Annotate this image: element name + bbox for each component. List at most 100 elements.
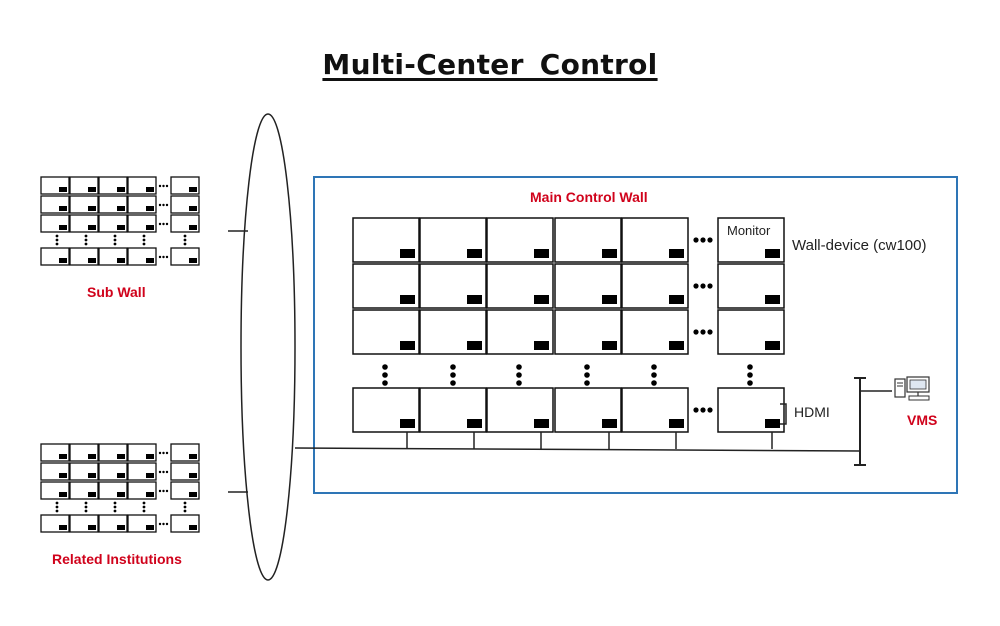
ellipsis-dots-icon	[84, 509, 88, 513]
ellipsis-dots-icon	[165, 470, 169, 474]
computer-icon	[894, 376, 930, 401]
controller-box	[534, 419, 549, 428]
ellipsis-dots-icon	[142, 234, 146, 238]
controller-box	[88, 454, 96, 459]
ellipsis-dots-icon	[700, 407, 706, 413]
ellipsis-dots-icon	[651, 380, 657, 386]
ellipsis-dots-icon	[113, 234, 117, 238]
controller-box	[146, 473, 154, 478]
ellipsis-dots-icon	[162, 222, 165, 226]
ellipsis-dots-icon	[382, 380, 388, 386]
controller-box	[765, 419, 780, 428]
ellipsis-dots-icon	[162, 184, 165, 188]
ellipsis-dots-icon	[84, 242, 88, 246]
controller-box	[400, 419, 415, 428]
ellipsis-dots-icon	[183, 242, 187, 246]
controller-box	[669, 295, 684, 304]
ellipsis-dots-icon	[165, 522, 169, 526]
ellipsis-dots-icon	[450, 380, 456, 386]
controller-box	[117, 454, 125, 459]
ellipsis-dots-icon	[183, 505, 187, 509]
ellipsis-dots-icon	[158, 522, 162, 526]
sub-wall-grid	[40, 176, 200, 266]
ellipsis-dots-icon	[158, 184, 162, 188]
ellipsis-dots-icon	[84, 501, 88, 505]
ellipsis-dots-icon	[700, 237, 706, 243]
ellipsis-dots-icon	[183, 234, 187, 238]
controller-box	[467, 419, 482, 428]
vms-label: VMS	[907, 412, 938, 428]
sub-wall-label: Sub Wall	[87, 284, 146, 300]
ellipsis-dots-icon	[142, 238, 146, 242]
controller-box	[602, 419, 617, 428]
ellipsis-dots-icon	[165, 451, 169, 455]
ellipsis-dots-icon	[55, 501, 59, 505]
main-control-wall-box	[313, 176, 958, 494]
controller-box	[189, 492, 197, 497]
ellipsis-dots-icon	[700, 329, 706, 335]
monitor-label: Monitor	[727, 223, 771, 238]
ellipsis-dots-icon	[142, 509, 146, 513]
ellipsis-dots-icon	[162, 470, 165, 474]
hdmi-bracket	[780, 403, 787, 425]
main-trunk-line	[294, 447, 861, 452]
ellipsis-dots-icon	[162, 522, 165, 526]
controller-box	[467, 341, 482, 350]
main-control-wall-grid	[352, 217, 785, 449]
page-title: Multi-Center Control	[322, 48, 658, 81]
ellipsis-dots-icon	[382, 372, 388, 378]
controller-box	[59, 473, 67, 478]
ellipsis-dots-icon	[584, 380, 590, 386]
ellipsis-dots-icon	[158, 222, 162, 226]
controller-box	[59, 187, 67, 192]
controller-box	[88, 258, 96, 263]
controller-box	[602, 249, 617, 258]
controller-box	[189, 473, 197, 478]
wall-device-label: Wall-device (cw100)	[792, 237, 927, 254]
controller-box	[467, 249, 482, 258]
ellipsis-dots-icon	[747, 364, 753, 370]
controller-box	[669, 419, 684, 428]
controller-box	[146, 206, 154, 211]
controller-box	[534, 295, 549, 304]
ellipsis-dots-icon	[693, 237, 699, 243]
controller-box	[59, 206, 67, 211]
ellipsis-dots-icon	[162, 489, 165, 493]
controller-box	[88, 206, 96, 211]
controller-box	[117, 492, 125, 497]
controller-box	[146, 492, 154, 497]
ellipsis-dots-icon	[142, 505, 146, 509]
controller-box	[669, 341, 684, 350]
controller-box	[117, 525, 125, 530]
ellipsis-dots-icon	[84, 234, 88, 238]
ellipsis-dots-icon	[162, 255, 165, 259]
ellipsis-dots-icon	[113, 505, 117, 509]
controller-box	[602, 341, 617, 350]
controller-box	[117, 187, 125, 192]
related-institutions-grid	[40, 443, 200, 533]
controller-box	[59, 258, 67, 263]
controller-box	[117, 473, 125, 478]
ellipsis-dots-icon	[113, 238, 117, 242]
controller-box	[400, 295, 415, 304]
controller-box	[400, 341, 415, 350]
ellipsis-dots-icon	[651, 364, 657, 370]
ellipsis-dots-icon	[651, 372, 657, 378]
controller-box	[146, 454, 154, 459]
ellipsis-dots-icon	[113, 509, 117, 513]
ellipsis-dots-icon	[158, 255, 162, 259]
ellipsis-dots-icon	[183, 238, 187, 242]
controller-box	[146, 525, 154, 530]
ellipsis-dots-icon	[165, 222, 169, 226]
controller-box	[88, 187, 96, 192]
ellipsis-dots-icon	[55, 505, 59, 509]
ellipsis-dots-icon	[516, 380, 522, 386]
ellipsis-dots-icon	[158, 451, 162, 455]
ellipsis-dots-icon	[158, 489, 162, 493]
ellipsis-dots-icon	[113, 242, 117, 246]
display-panel	[486, 387, 554, 433]
ellipsis-dots-icon	[183, 501, 187, 505]
hdmi-label: HDMI	[794, 404, 830, 420]
controller-box	[765, 341, 780, 350]
